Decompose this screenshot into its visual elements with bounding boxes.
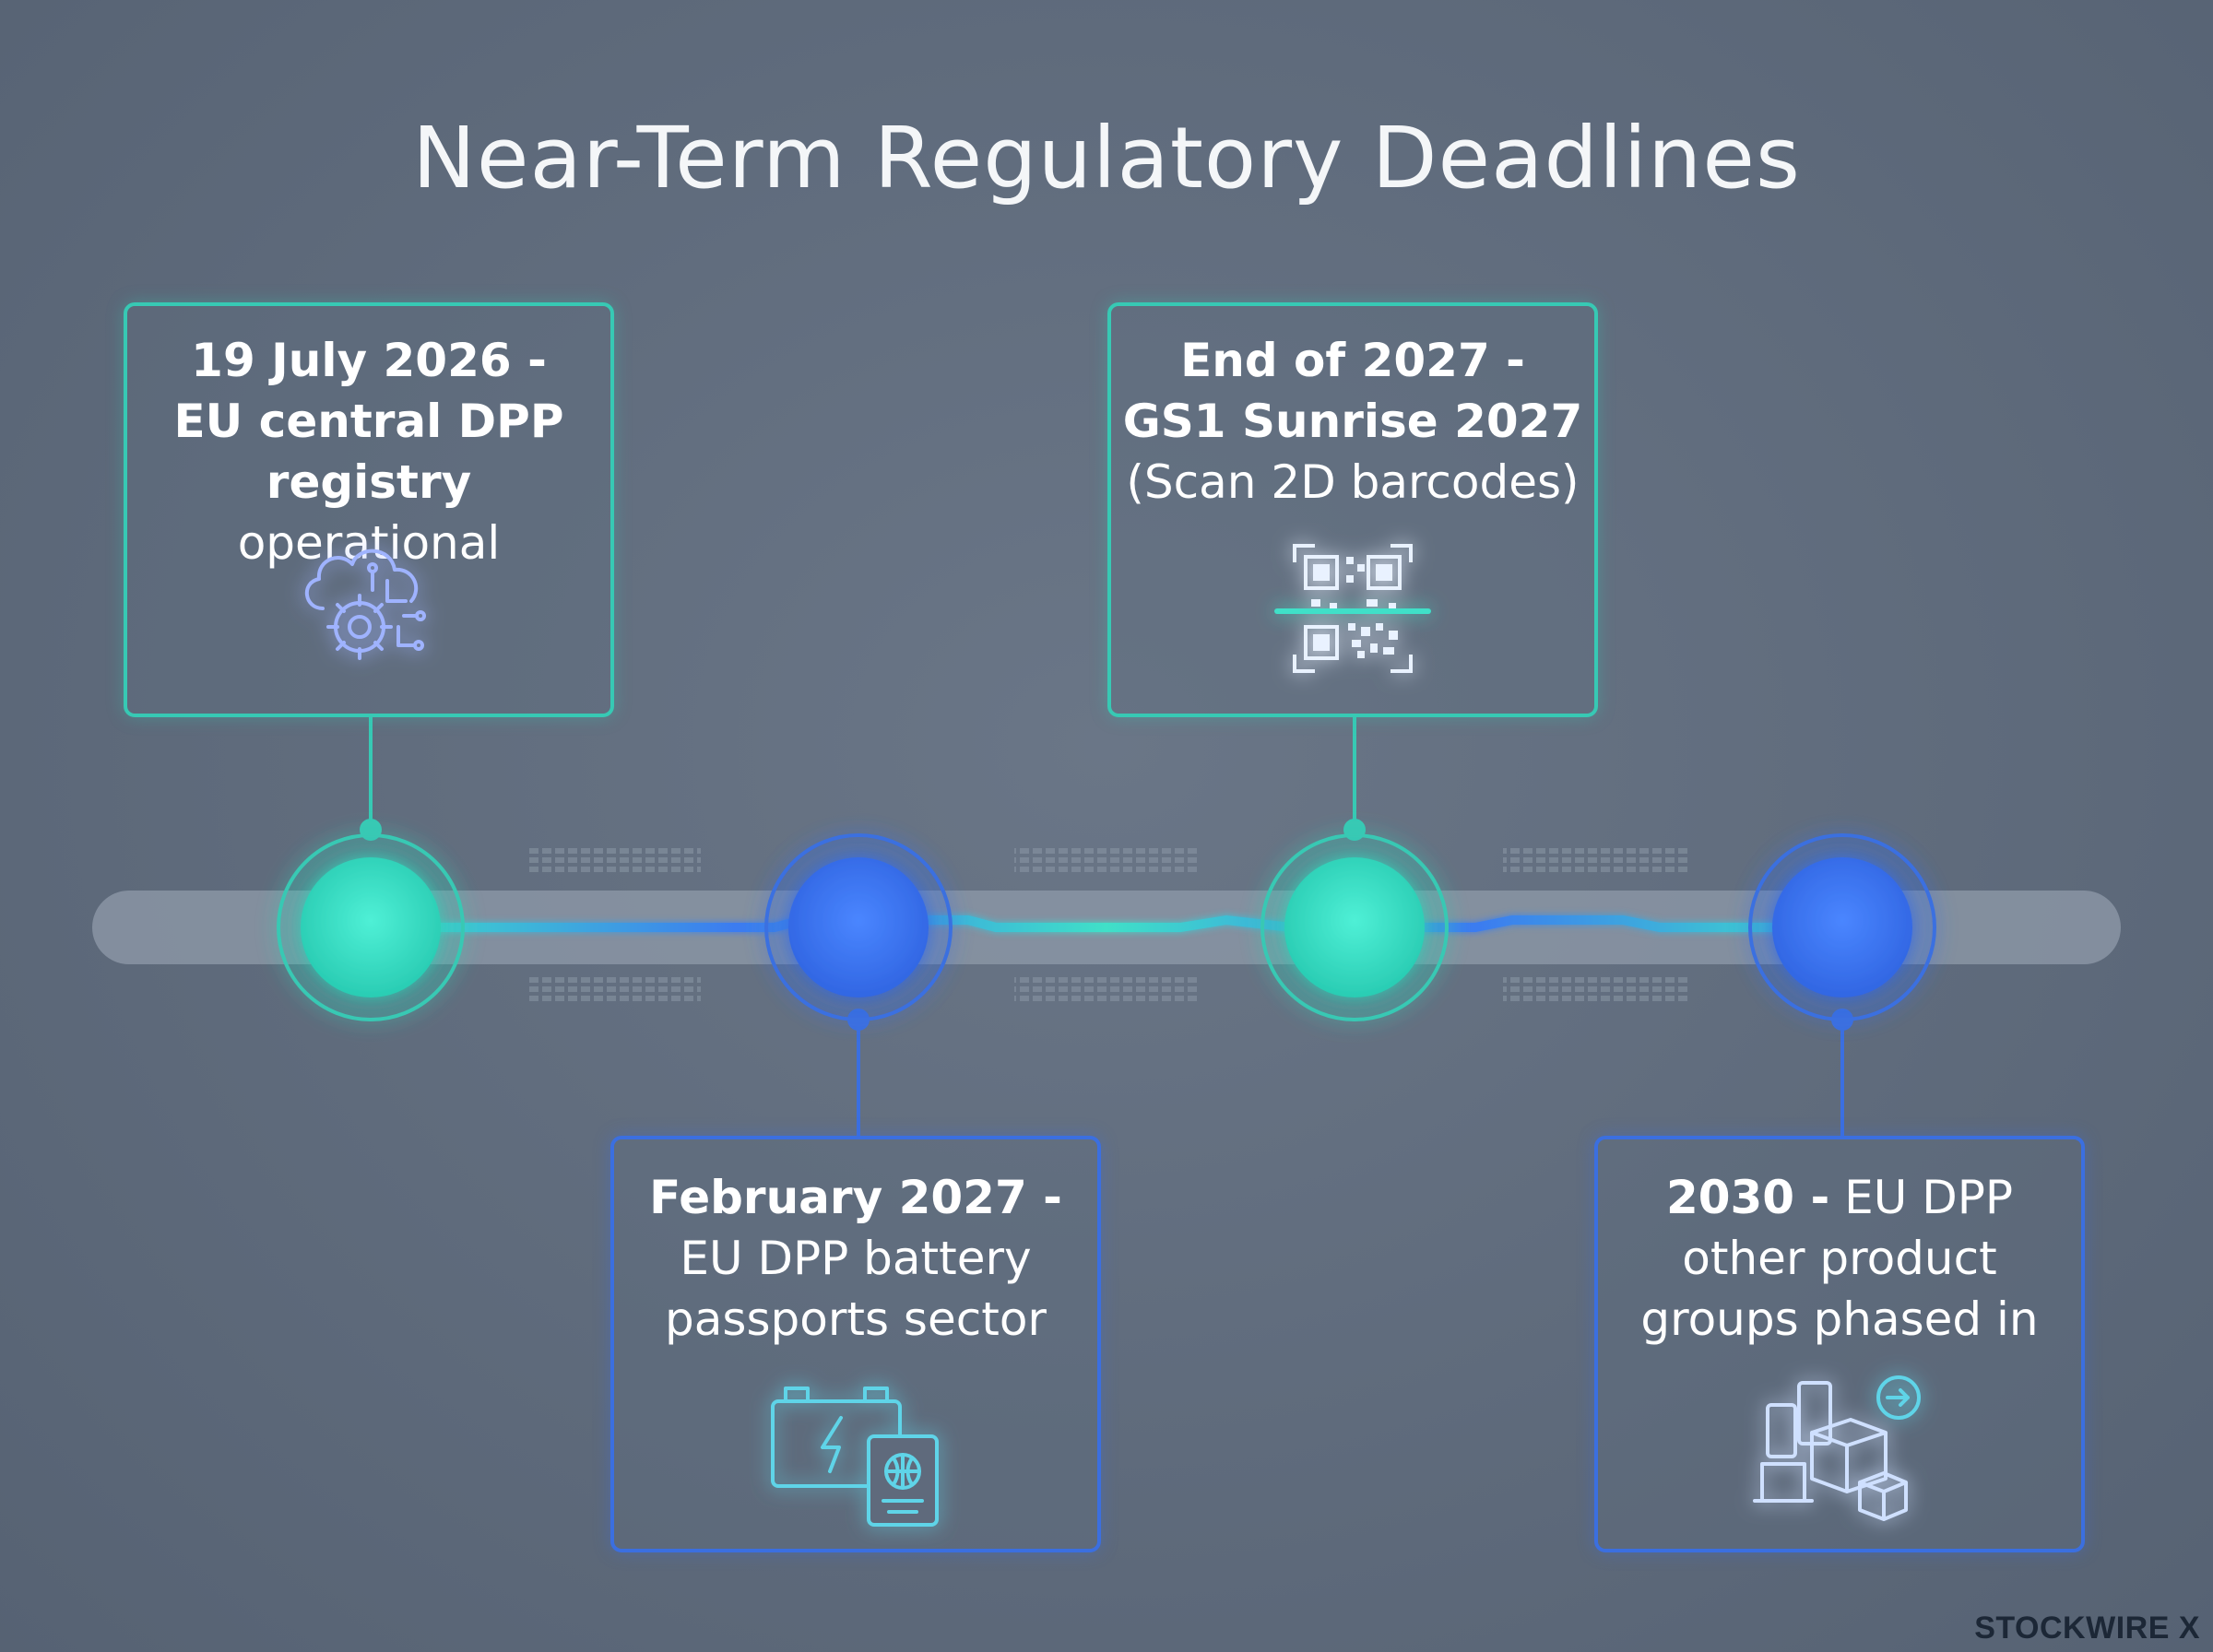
dotted-bands <box>526 846 1687 1001</box>
milestone-4-date: 2030 - <box>1665 1171 1830 1224</box>
milestone-3-line3: (Scan 2D barcodes) <box>1126 455 1580 509</box>
milestone-4-line2: other product <box>1682 1232 1997 1285</box>
cloud-gear-icon <box>304 549 426 660</box>
milestone-2-line3: passports sector <box>665 1292 1047 1346</box>
milestone-1-line2: EU central DPP <box>173 395 564 448</box>
milestone-1-line3-rest: operational <box>237 516 501 570</box>
timeline-node-2 <box>764 833 953 1021</box>
milestone-3-date: End of 2027 - <box>1180 334 1525 387</box>
page-title: Near-Term Regulatory Deadlines <box>412 109 1801 207</box>
products-boxes-icon <box>1753 1375 1921 1521</box>
timeline-node-4 <box>1748 833 1936 1021</box>
battery-passport-icon <box>771 1386 939 1527</box>
milestone-2-date: February 2027 - <box>649 1171 1062 1224</box>
milestone-1-text: 19 July 2026 - EU central DPP registry o… <box>136 330 601 573</box>
milestone-4-text: 2030 - EU DPP other product groups phase… <box>1607 1167 2072 1350</box>
milestone-2-text: February 2027 - EU DPP battery passports… <box>623 1167 1088 1350</box>
timeline-node-3 <box>1260 833 1449 1021</box>
milestone-4-line1-rest: EU DPP <box>1829 1171 2014 1224</box>
milestone-card-1: 19 July 2026 - EU central DPP registry o… <box>124 302 614 717</box>
milestone-1-line3-bold: registry <box>266 455 472 509</box>
milestone-1-date: 19 July 2026 - <box>191 334 547 387</box>
timeline-node-1 <box>277 833 465 1021</box>
milestone-3-line2: GS1 Sunrise 2027 <box>1122 395 1583 448</box>
brand-logo: STOCKWIRE X <box>1974 1611 2200 1646</box>
milestone-card-2: February 2027 - EU DPP battery passports… <box>610 1136 1101 1552</box>
qr-code-scan-icon <box>1274 544 1431 673</box>
milestone-2-line2: EU DPP battery <box>680 1232 1032 1285</box>
milestone-4-line3: groups phased in <box>1640 1292 2039 1346</box>
milestone-card-3: End of 2027 - GS1 Sunrise 2027 (Scan 2D … <box>1107 302 1598 717</box>
milestone-card-4: 2030 - EU DPP other product groups phase… <box>1594 1136 2085 1552</box>
milestone-3-text: End of 2027 - GS1 Sunrise 2027 (Scan 2D … <box>1120 330 1585 513</box>
